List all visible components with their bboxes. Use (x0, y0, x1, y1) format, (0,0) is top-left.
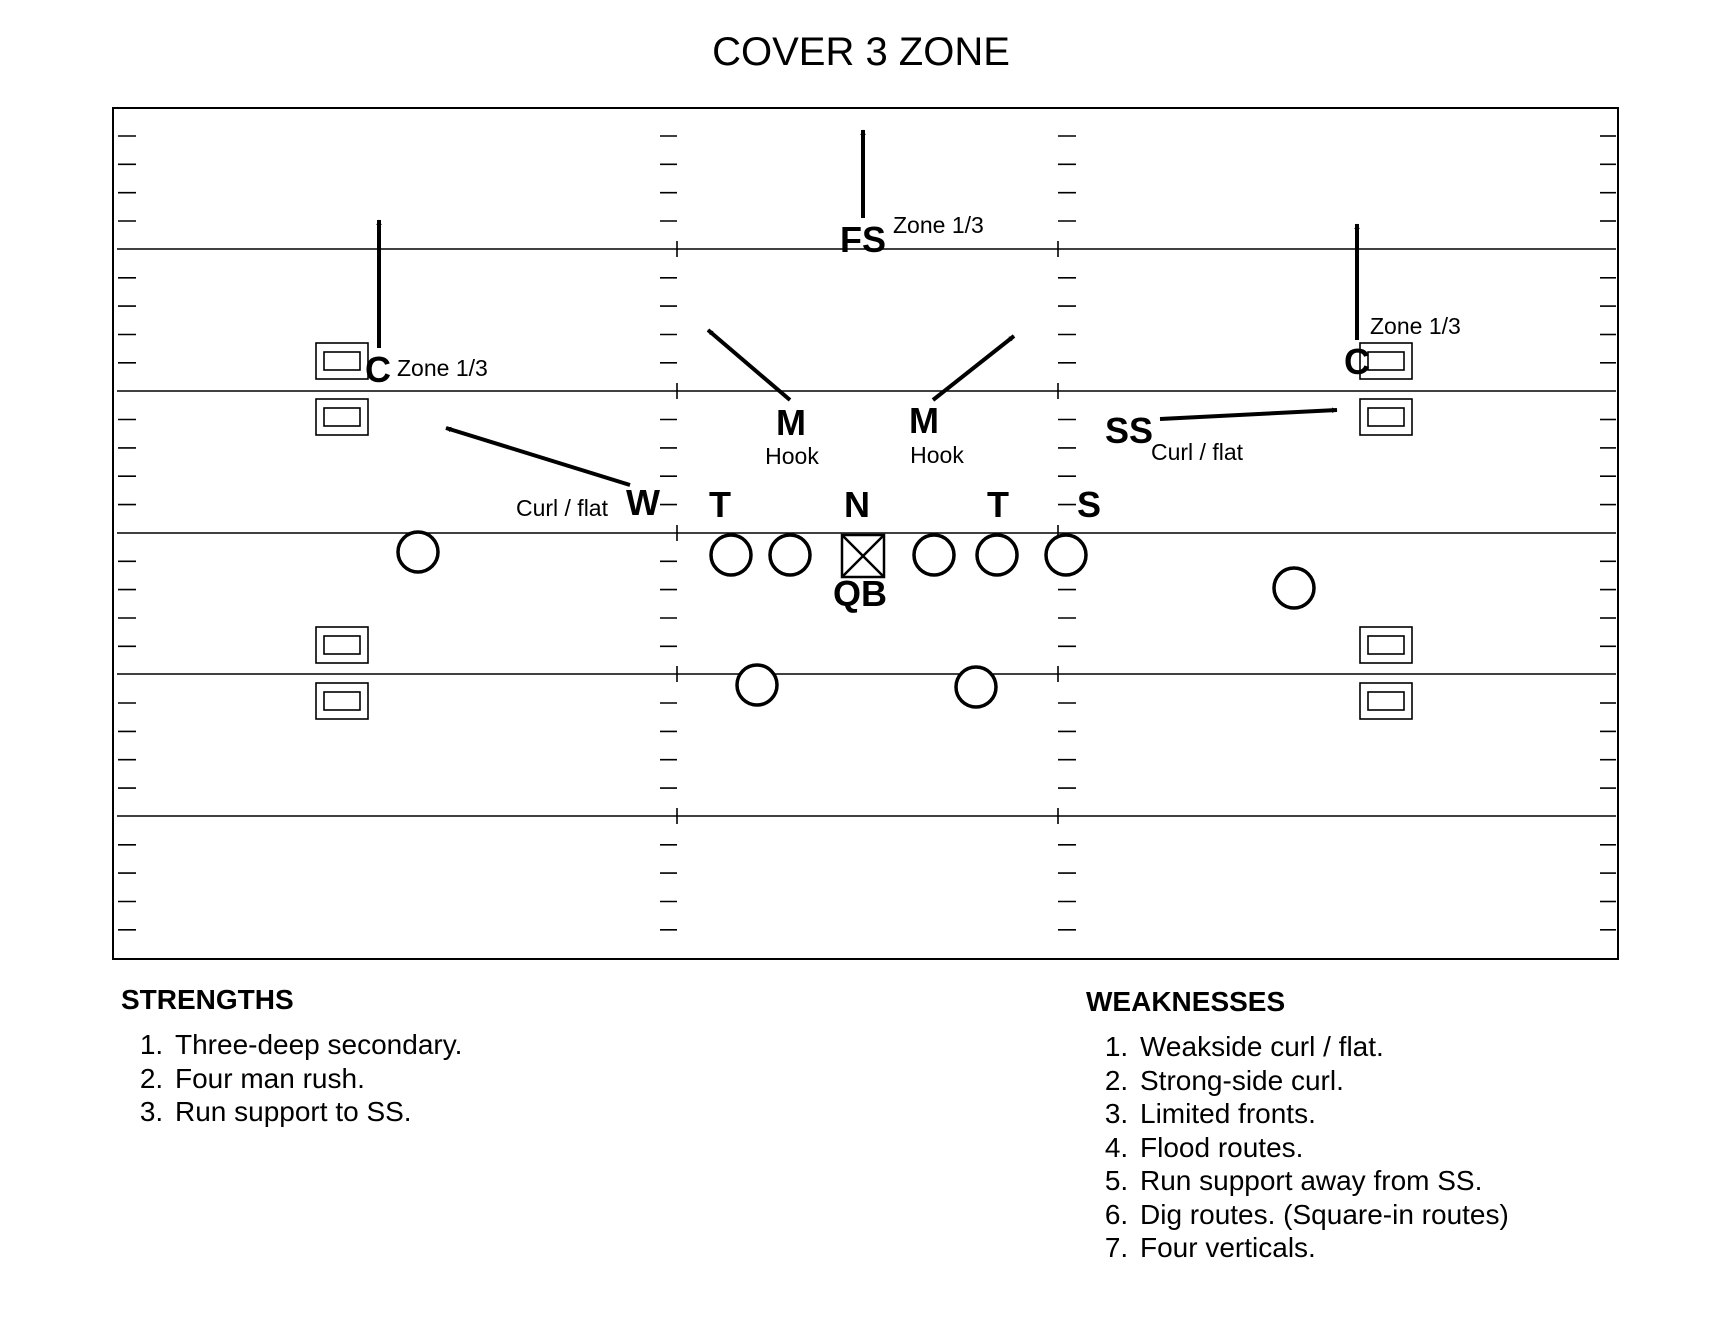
c-left-label: C (365, 349, 391, 390)
receiver-box (1359, 342, 1413, 380)
weakness-item: Limited fronts. (1136, 1097, 1706, 1131)
field-border (112, 107, 1619, 960)
offense-player-circle (912, 533, 956, 577)
receiver-box (315, 682, 369, 720)
m-left-label: M (776, 402, 806, 443)
qb-label: QB (833, 573, 887, 614)
c-right-label: C (1344, 341, 1370, 382)
weaknesses-heading: WEAKNESSES (1086, 986, 1286, 1017)
weakness-item: Flood routes. (1136, 1131, 1706, 1165)
offense (396, 530, 1316, 709)
receiver-box (1359, 398, 1413, 436)
offense-player-circle (1044, 533, 1088, 577)
receiver-boxes (315, 342, 1413, 720)
offense-player-circle (954, 665, 998, 709)
receiver-box (315, 626, 369, 664)
w-label: W (626, 482, 660, 523)
receiver-box (1359, 682, 1413, 720)
strengths-panel: STRENGTHS Three-deep secondary. Four man… (121, 984, 821, 1129)
m-right-zone-label: Hook (910, 442, 964, 468)
ss-curl-flat-arrow (1159, 407, 1338, 421)
t-left-label: T (709, 484, 731, 525)
strength-item: Four man rush. (171, 1062, 821, 1096)
receiver-box (315, 342, 369, 380)
strength-item: Three-deep secondary. (171, 1028, 821, 1062)
m-right-label: M (909, 400, 939, 441)
m-right-hook-arrow (931, 334, 1016, 402)
coverage-arrows (376, 129, 1360, 487)
offense-player-circle (709, 533, 753, 577)
weakness-item: Run support away from SS. (1136, 1164, 1706, 1198)
weaknesses-panel: WEAKNESSES Weakside curl / flat. Strong-… (1086, 986, 1706, 1265)
center-marker (840, 533, 886, 579)
strengths-heading: STRENGTHS (121, 984, 294, 1015)
w-zone-label: Curl / flat (516, 495, 609, 521)
m-left-hook-arrow (706, 328, 792, 402)
receiver-box (1359, 626, 1413, 664)
weakness-item: Four verticals. (1136, 1231, 1706, 1265)
defense-labels: FS Zone 1/3 C Zone 1/3 C Zone 1/3 M Hook… (365, 212, 1461, 525)
c-right-zone-label: Zone 1/3 (1370, 313, 1461, 339)
fs-zone-label: Zone 1/3 (893, 212, 984, 238)
n-label: N (844, 484, 870, 525)
ss-label: SS (1105, 410, 1153, 451)
m-left-zone-label: Hook (765, 443, 819, 469)
offense-player-circle (975, 533, 1019, 577)
weakness-item: Strong-side curl. (1136, 1064, 1706, 1098)
weakness-item: Weakside curl / flat. (1136, 1030, 1706, 1064)
yard-lines (117, 248, 1616, 817)
offense-player-circle (768, 533, 812, 577)
offense-player-circle (735, 663, 779, 707)
offense-player-circle (396, 530, 440, 574)
offense-player-circle (1272, 566, 1316, 610)
t-right-label: T (987, 484, 1009, 525)
weakness-item: Dig routes. (Square-in routes) (1136, 1198, 1706, 1232)
strength-item: Run support to SS. (171, 1095, 821, 1129)
fs-label: FS (840, 219, 886, 260)
ss-zone-label: Curl / flat (1151, 439, 1244, 465)
diagram-title: COVER 3 ZONE (712, 30, 1010, 74)
w-curl-flat-arrow (445, 426, 631, 487)
receiver-box (315, 398, 369, 436)
c-left-zone-label: Zone 1/3 (397, 355, 488, 381)
s-label: S (1077, 484, 1101, 525)
